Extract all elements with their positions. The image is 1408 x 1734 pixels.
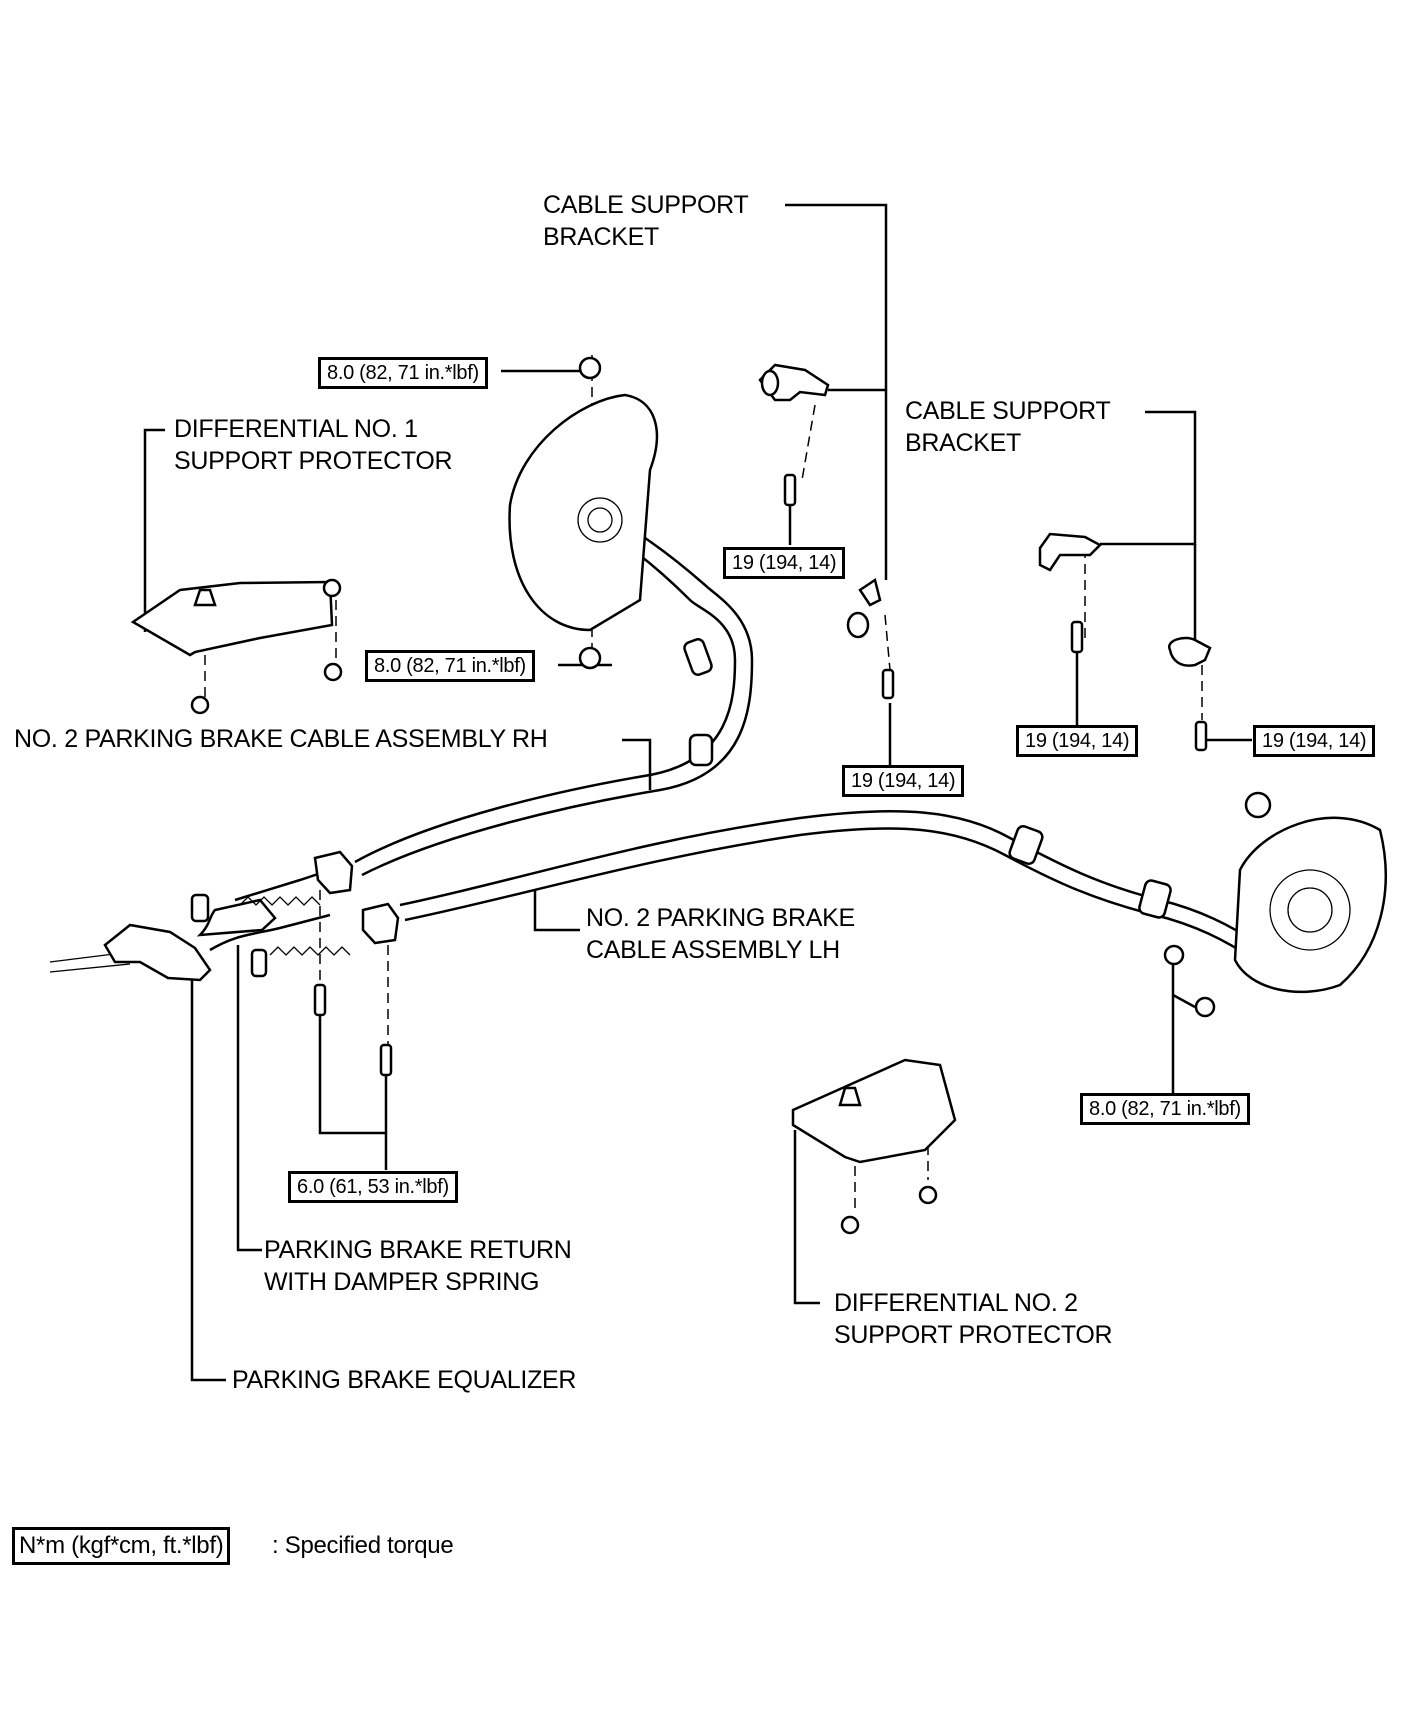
torque-lh-nuts: 8.0 (82, 71 in.*lbf): [1080, 1093, 1250, 1125]
lh-backing-plate: [1163, 791, 1387, 1018]
label-line: CABLE ASSEMBLY LH: [586, 936, 840, 964]
torque-bracket2-bolt-a: 19 (194, 14): [1016, 725, 1139, 757]
label-line: NO. 2 PARKING BRAKE: [586, 904, 855, 932]
equalizer-assembly: [49, 850, 400, 982]
torque-bracket-mid-bolt: 19 (194, 14): [842, 765, 965, 797]
label-cable-support-bracket-2: CABLE SUPPORT BRACKET: [905, 395, 1111, 459]
torque-rh-lower-nut: 8.0 (82, 71 in.*lbf): [365, 650, 535, 682]
install-axes: [204, 355, 1203, 1210]
label-cable-support-bracket-1: CABLE SUPPORT BRACKET: [543, 189, 749, 253]
rh-backing-plate: [508, 356, 659, 670]
cable-rh: [354, 508, 754, 877]
label-line: PARKING BRAKE RETURN: [264, 1236, 572, 1264]
legend-torque-box: N*m (kgf*cm, ft.*lbf): [12, 1527, 231, 1565]
label-differential-no2: DIFFERENTIAL NO. 2 SUPPORT PROTECTOR: [834, 1287, 1113, 1351]
label-line: CABLE SUPPORT: [543, 191, 749, 219]
cable-brackets: [313, 363, 1212, 1077]
label-line: CABLE SUPPORT: [905, 397, 1111, 425]
label-equalizer: PARKING BRAKE EQUALIZER: [232, 1366, 577, 1394]
label-line: SUPPORT PROTECTOR: [834, 1321, 1113, 1349]
label-differential-no1: DIFFERENTIAL NO. 1 SUPPORT PROTECTOR: [174, 413, 453, 477]
differential-no1-protector: [130, 578, 343, 715]
label-line: DIFFERENTIAL NO. 2: [834, 1289, 1078, 1317]
label-cable-rh: NO. 2 PARKING BRAKE CABLE ASSEMBLY RH: [14, 725, 548, 753]
legend-text: : Specified torque: [272, 1532, 454, 1559]
torque-bracket1-bolt: 19 (194, 14): [723, 547, 846, 579]
torque-rh-top-nut: 8.0 (82, 71 in.*lbf): [318, 357, 488, 389]
label-line: DIFFERENTIAL NO. 1: [174, 415, 418, 443]
label-cable-lh: NO. 2 PARKING BRAKE CABLE ASSEMBLY LH: [586, 902, 855, 966]
torque-equalizer-bolts: 6.0 (61, 53 in.*lbf): [288, 1171, 458, 1203]
differential-no2-protector: [791, 1058, 957, 1235]
torque-bracket2-bolt-b: 19 (194, 14): [1253, 725, 1376, 757]
label-line: BRACKET: [543, 223, 659, 251]
label-line: BRACKET: [905, 429, 1021, 457]
label-line: SUPPORT PROTECTOR: [174, 447, 453, 475]
label-line: WITH DAMPER SPRING: [264, 1268, 540, 1296]
label-return-spring: PARKING BRAKE RETURN WITH DAMPER SPRING: [264, 1234, 572, 1298]
cable-lh: [399, 809, 1261, 962]
leader-lines: [143, 203, 1252, 1382]
